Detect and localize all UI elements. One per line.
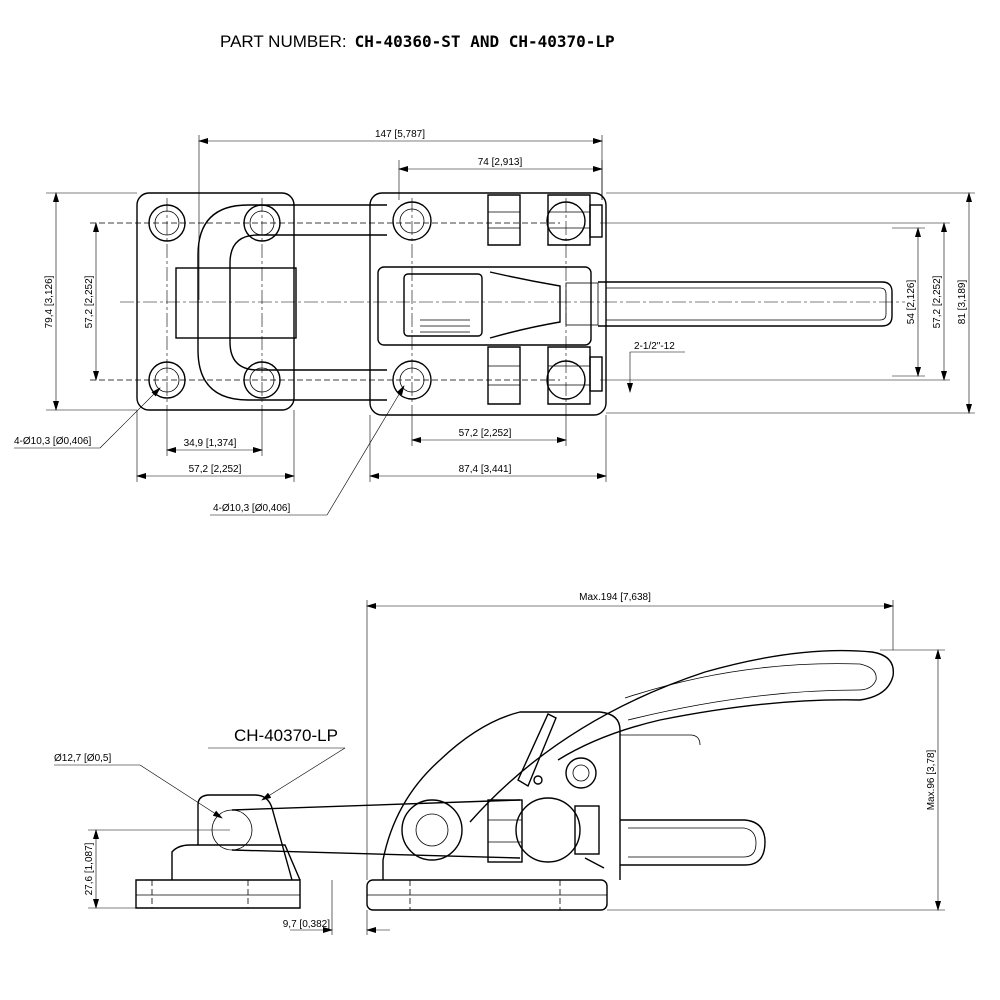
pin-diameter-callout: Ø12,7 [Ø0,5] bbox=[54, 753, 111, 764]
latch-frame bbox=[382, 711, 621, 880]
dim-upper-length: 74 [2,913] bbox=[478, 157, 523, 168]
title-part-numbers: CH-40360-ST AND CH-40370-LP bbox=[355, 32, 615, 51]
dim-right-height-1: 54 [2,126] bbox=[906, 280, 917, 325]
dim-right-height-3: 81 [3,189] bbox=[957, 280, 968, 325]
pivot-joint bbox=[401, 799, 463, 861]
dim-overall-length: 147 [5,787] bbox=[375, 129, 425, 140]
side-view: Max.194 [7,638] Max.96 [3,78] CH-40370-L… bbox=[54, 592, 945, 935]
hex-nut-side bbox=[487, 799, 523, 863]
tie-bar bbox=[231, 799, 521, 811]
handle-pivot bbox=[565, 757, 597, 789]
dim-max-length: Max.194 [7,638] bbox=[579, 592, 651, 603]
handle-lever bbox=[469, 649, 895, 823]
dim-max-height: Max.96 [3,78] bbox=[926, 749, 937, 810]
dim-offset: 9,7 [0,382] bbox=[283, 919, 330, 930]
keeper-hook bbox=[197, 794, 293, 881]
dim-base-height: 27,6 [1,087] bbox=[84, 842, 95, 895]
thread-callout: 2-1/2"-12 bbox=[634, 341, 675, 352]
handle-stem bbox=[598, 281, 893, 327]
page-title: PART NUMBER: CH-40360-ST AND CH-40370-LP bbox=[220, 32, 615, 51]
keeper-base bbox=[135, 879, 301, 909]
latch-housing bbox=[377, 266, 592, 346]
latch-base bbox=[369, 192, 607, 416]
top-view: 147 [5,787] 74 [2,913] 79,4 [3,126] 57,2… bbox=[14, 129, 975, 516]
dim-left-width: 57,2 [2,252] bbox=[189, 464, 242, 475]
dim-left-hole-spacing: 57,2 [2,252] bbox=[84, 275, 95, 328]
release-tab bbox=[620, 819, 766, 866]
dim-right-hole-spacing: 57,2 [2,252] bbox=[459, 428, 512, 439]
dim-left-inner-width: 34,9 [1,374] bbox=[184, 438, 237, 449]
dim-right-height-2: 57,2 [2,252] bbox=[932, 275, 943, 328]
hex-nut bbox=[487, 194, 521, 246]
u-hook bbox=[197, 204, 387, 401]
dim-right-width: 87,4 [3,441] bbox=[459, 464, 512, 475]
left-holes-callout: 4-Ø10,3 [Ø0,406] bbox=[14, 436, 91, 447]
model-label: CH-40370-LP bbox=[234, 726, 338, 745]
hex-nut bbox=[487, 346, 521, 405]
lock-lever bbox=[517, 713, 557, 788]
dim-left-height: 79,4 [3,126] bbox=[44, 275, 55, 328]
title-prefix: PART NUMBER: bbox=[220, 32, 347, 51]
left-base-plate bbox=[136, 192, 295, 411]
keeper-block bbox=[175, 267, 297, 339]
adjust-knob bbox=[515, 797, 581, 863]
right-holes-callout: 4-Ø10,3 [Ø0,406] bbox=[213, 503, 290, 514]
